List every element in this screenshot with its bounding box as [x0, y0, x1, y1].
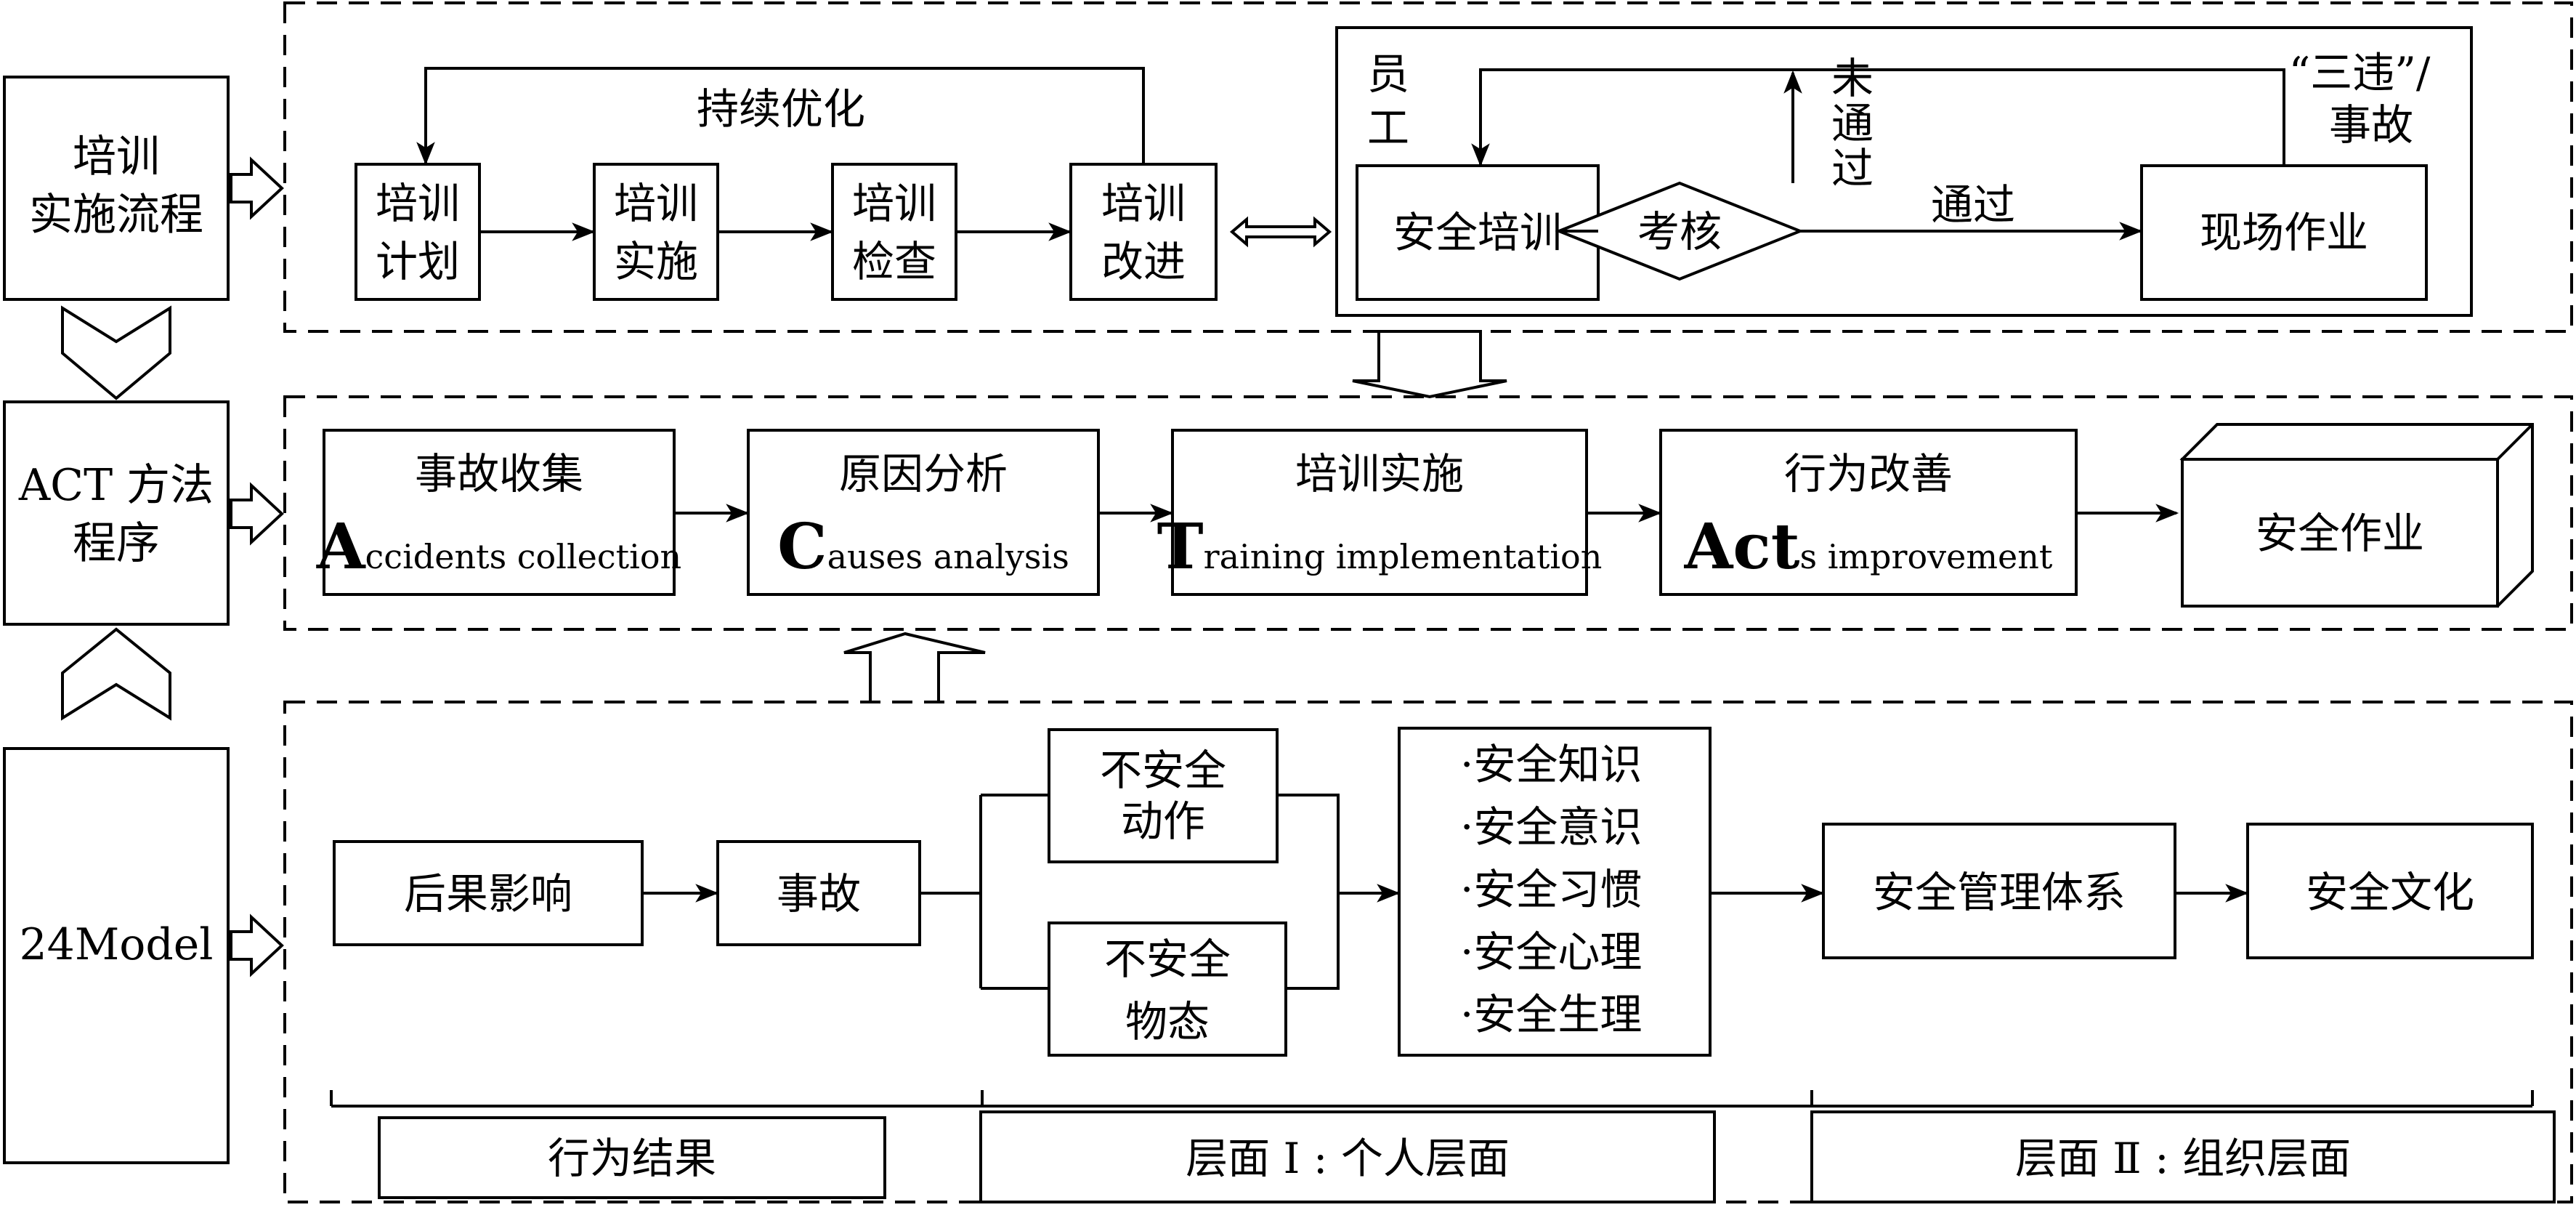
step-label: 检查 [852, 237, 936, 286]
culture-label: 安全文化 [2306, 868, 2474, 917]
optimize-label: 持续优化 [697, 84, 865, 134]
hollow-arrow-right-icon [230, 156, 284, 220]
model-24-label: 24Model [19, 919, 213, 970]
step-label: 培训 [376, 179, 460, 228]
staff-flow: 员 工 安全培训 考核 现场作业 通过 未 通 过 “三违”/ 事故 [1335, 26, 2473, 317]
act-step-causes [747, 429, 1100, 596]
fail-label: 过 [1831, 144, 1874, 193]
training-flow-label-line1: 培训 [73, 132, 160, 182]
safety-training-label: 安全培训 [1393, 208, 1562, 257]
safe-work-cube [2181, 458, 2499, 608]
hollow-arrow-up-icon [843, 632, 986, 701]
field-work-label: 现场作业 [2200, 208, 2368, 257]
level-behavior-box [378, 1116, 886, 1199]
act-step-en: Causes analysis [777, 510, 1069, 584]
double-arrow-icon [1229, 216, 1332, 248]
safe-work-label: 安全作业 [2256, 509, 2424, 558]
assessment-diamond [1555, 181, 1805, 281]
left-column: 培训 实施流程 ACT 方法 程序 24Model [3, 76, 284, 1164]
act-steps: 事故收集 Accidents collection 原因分析 Causes an… [316, 423, 2534, 608]
training-cycle: 培训 计划 培训 实施 培训 检查 培训 改进 持续优化 [355, 67, 1332, 301]
level-individual-label: 层面 Ⅰ : 个人层面 [1186, 1134, 1510, 1183]
fail-label: 未 [1831, 54, 1874, 103]
step-label: 改进 [1101, 237, 1186, 286]
act-program-label-line1: ACT 方法 [18, 460, 214, 511]
training-flow-label-line2: 实施流程 [29, 190, 203, 241]
fail-label: 通 [1831, 99, 1874, 148]
level-bracket [330, 1090, 2534, 1108]
sms-box [1822, 823, 2176, 959]
unsafe-act-box [1048, 728, 1279, 863]
staff-label: 员 [1367, 49, 1409, 99]
accident-label: 事故 [777, 869, 861, 919]
hollow-arrow-down-icon [1352, 330, 1507, 399]
violation-loop-arrow [1471, 68, 2285, 167]
unsafe-state-label: 物态 [1125, 997, 1210, 1046]
step-label: 培训 [1101, 179, 1186, 228]
pass-label: 通过 [1931, 180, 2015, 230]
step-label: 培训 [852, 179, 936, 228]
level-individual-box [979, 1110, 1716, 1203]
branch-bracket [920, 794, 1049, 990]
unsafe-act-label: 不安全 [1100, 746, 1226, 795]
act-panel [283, 395, 2573, 631]
training-flow-label-box [3, 76, 230, 301]
individual-factors-box [1398, 727, 1712, 1057]
chevron-up-icon [61, 627, 171, 721]
factor-item: ·安全知识 [1460, 740, 1642, 789]
level-organization-label: 层面 Ⅱ : 组织层面 [2015, 1134, 2351, 1183]
sms-label: 安全管理体系 [1873, 868, 2126, 917]
unsafe-act-label: 动作 [1121, 796, 1205, 846]
safety-training-box [1356, 164, 1600, 301]
act-step-en: Training implementation [1157, 510, 1603, 584]
field-work-box [2140, 164, 2428, 301]
culture-box [2246, 823, 2534, 959]
act-program-label-box [3, 400, 230, 626]
act-step-en: Accidents collection [316, 510, 681, 584]
staff-label: 工 [1367, 103, 1409, 153]
hollow-arrow-right-icon [230, 913, 284, 977]
violation-label: “三违”/ [2289, 48, 2431, 97]
factor-item: ·安全心理 [1460, 927, 1642, 977]
training-step-implement [593, 163, 719, 301]
unsafe-state-box [1048, 921, 1287, 1057]
act-step-cn: 事故收集 [415, 449, 583, 499]
chevron-down-icon [61, 305, 171, 400]
act-step-accidents [323, 429, 676, 596]
consequence-box [333, 840, 644, 946]
violation-label: 事故 [2329, 100, 2413, 150]
step-label: 计划 [376, 237, 460, 286]
model-panel [283, 701, 2573, 1203]
hollow-arrow-right-icon [230, 482, 284, 546]
training-step-check [831, 163, 957, 301]
step-label: 培训 [614, 179, 698, 228]
act-step-cn: 行为改善 [1784, 449, 1953, 499]
act-step-en: Acts improvement [1684, 510, 2053, 584]
level-organization-box [1810, 1110, 2556, 1203]
assessment-label: 考核 [1637, 207, 1722, 257]
factor-item: ·安全习惯 [1460, 865, 1642, 914]
act-program-label-line2: 程序 [73, 518, 160, 569]
act-step-acts [1659, 429, 2078, 596]
step-label: 实施 [614, 237, 698, 286]
model-24: 后果影响 事故 不安全 动作 不安全 物态 ·安全知识 ·安全意识 ·安全习惯 … [330, 727, 2556, 1203]
model-24-label-box [3, 747, 230, 1164]
feedback-loop-arrow [416, 67, 1145, 166]
factor-item: ·安全意识 [1460, 802, 1642, 852]
unsafe-state-label: 不安全 [1104, 935, 1231, 984]
level-behavior-label: 行为结果 [548, 1134, 716, 1183]
act-step-cn: 原因分析 [839, 449, 1008, 499]
consequence-label: 后果影响 [404, 869, 572, 919]
act-step-cn: 培训实施 [1295, 449, 1464, 499]
act-step-training [1171, 429, 1588, 596]
cube-edge [2496, 423, 2534, 461]
factor-item: ·安全生理 [1460, 990, 1642, 1039]
